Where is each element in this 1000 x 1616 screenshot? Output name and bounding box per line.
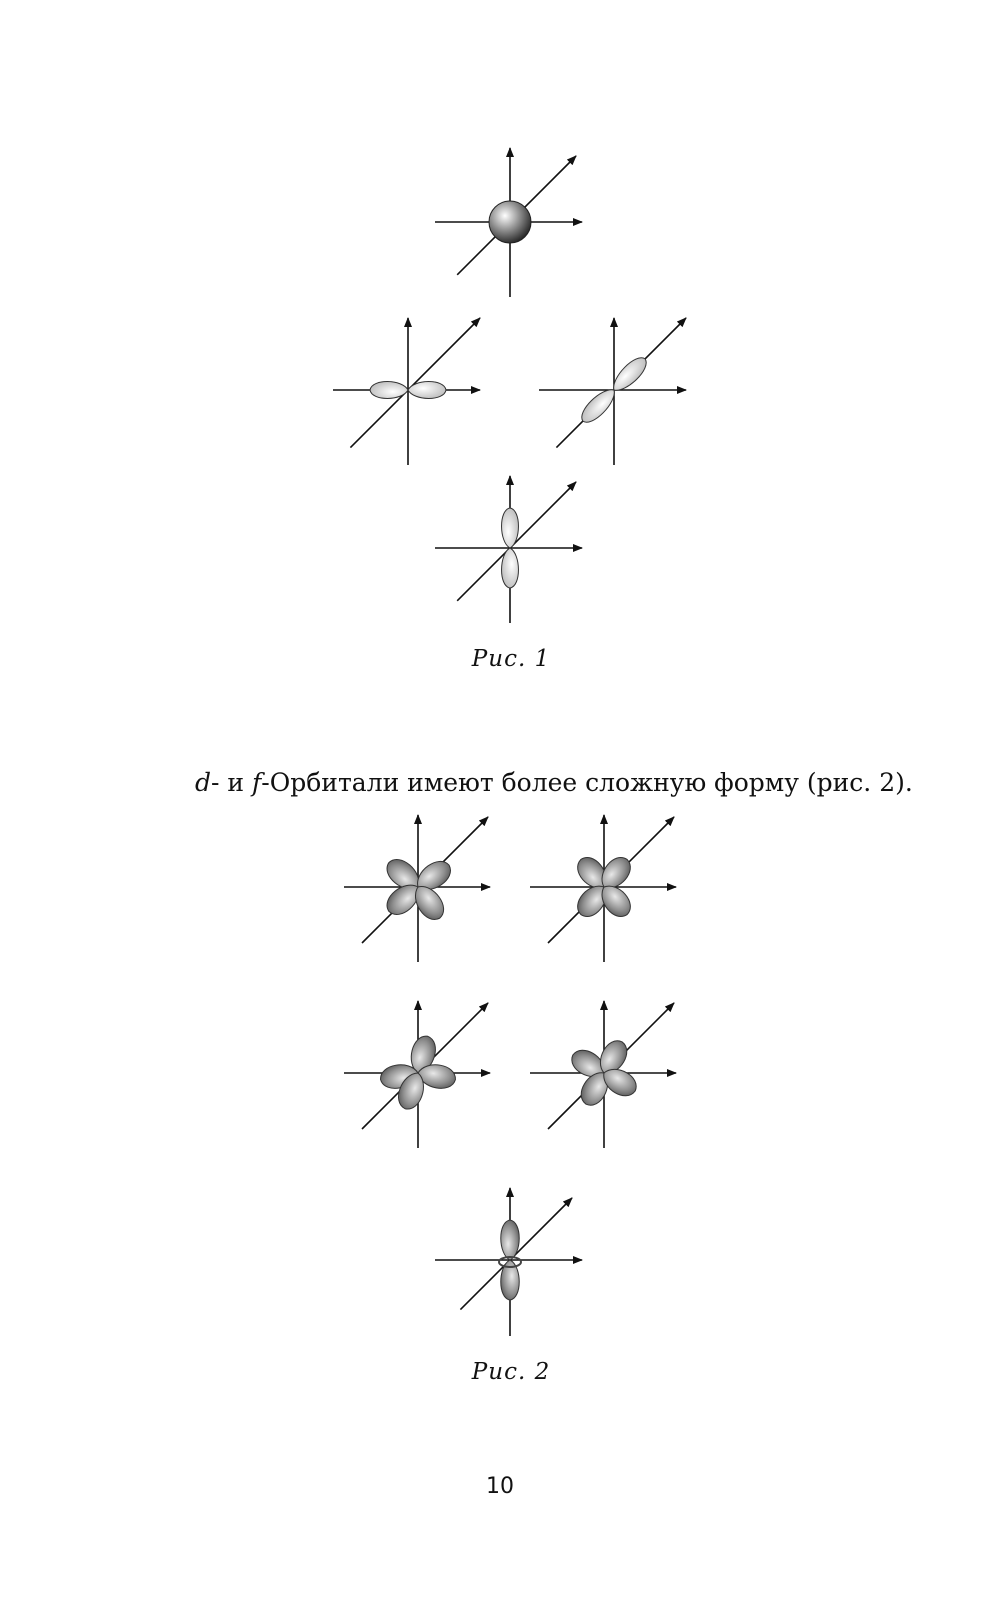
s-orbital-sphere [488,200,532,244]
orbital-lobe [415,886,445,920]
y-axis [456,481,577,602]
d-orbital-diagram-3 [344,1000,491,1148]
orbital-lobe [417,1064,456,1089]
orbital-lobe [500,1259,520,1301]
f-letter: f [252,768,262,797]
orbital-lobe [398,1072,424,1110]
d-orbital-diagram-4 [530,1000,677,1148]
s-orbital-diagram [435,147,583,297]
orbital-lobe [417,860,451,890]
orbital-lobe [500,1219,520,1261]
and-word: - и [211,768,253,797]
figure-1-caption: Рис. 1 [471,646,551,672]
orbital-lobe [613,357,647,391]
dz2-orbital-diagram [435,1187,583,1336]
dz2-torus [498,1256,522,1268]
d-letter: d [195,768,212,797]
px-orbital-diagram [333,317,481,465]
d-orbital-diagram-1 [344,814,491,962]
orbital-lobe [407,381,447,399]
figure-2-caption: Рис. 2 [471,1359,551,1385]
py-orbital-diagram [539,317,687,465]
orbital-lobe [601,885,631,917]
d-orbital-diagram-2 [530,814,677,962]
y-axis [349,317,481,449]
orbital-lobe [581,389,615,423]
orbital-lobe [369,381,409,399]
orbital-lobe [501,507,519,549]
sentence-rest: -Орбитали имеют более сложную форму (рис… [261,768,913,797]
page-number: 10 [486,1474,514,1499]
orbital-lobe [501,547,519,589]
body-paragraph: d- и f-Орбитали имеют более сложную форм… [195,768,915,797]
pz-orbital-diagram [435,475,583,623]
orbital-lobe [603,1068,637,1097]
orbital-lobe [601,857,631,889]
